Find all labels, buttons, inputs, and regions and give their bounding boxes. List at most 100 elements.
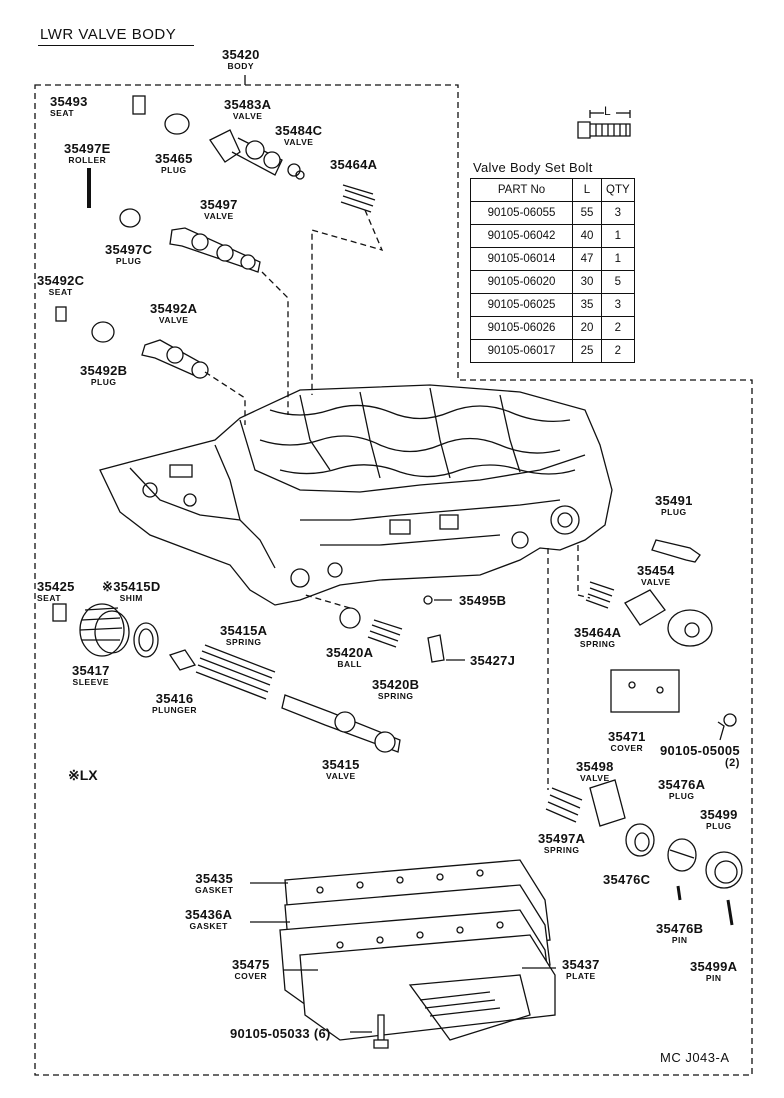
valve-35454 (624, 589, 713, 647)
cell-l: 35 (572, 293, 602, 317)
bolt-sketch (577, 110, 631, 139)
spring-35497a (545, 787, 583, 823)
sleeve-35417 (79, 603, 130, 657)
ball-35420a (339, 607, 361, 629)
cell-part-no: 90105-06020 (470, 270, 573, 294)
cell-qty: 1 (601, 247, 635, 271)
cell-part-no: 90105-06055 (470, 201, 573, 225)
cover-35471 (610, 669, 680, 713)
cell-l: 55 (572, 201, 602, 225)
gasket-plate-stack (279, 859, 556, 1041)
col-qty: QTY (601, 178, 635, 202)
lx-note: ※LX (68, 767, 98, 783)
clip-35427j (427, 634, 445, 663)
bolt-90105-05033 (373, 1014, 389, 1049)
cell-qty: 5 (601, 270, 635, 294)
cell-part-no: 90105-06025 (470, 293, 573, 317)
cell-qty: 2 (601, 316, 635, 340)
cell-qty: 1 (601, 224, 635, 248)
label-35464a-top: 35464A (330, 157, 378, 172)
plug-35476c (625, 823, 655, 857)
spring-35415a (195, 644, 276, 700)
plug-35492b (91, 321, 115, 343)
col-part-no: PART No (470, 178, 573, 202)
cell-qty: 2 (601, 339, 635, 363)
cell-l: 40 (572, 224, 602, 248)
assembly-boundary (34, 84, 753, 1076)
pin-35499a (726, 899, 734, 926)
cell-qty: 3 (601, 293, 635, 317)
pin-35476b (676, 885, 682, 901)
valve-35492a (141, 339, 209, 379)
spring-35464a-right (585, 581, 615, 609)
valve-35483a (209, 129, 283, 176)
seat-35493 (132, 95, 146, 115)
diagram-title: LWR VALVE BODY (40, 26, 177, 43)
label-90105-05005: 90105-05005(2) (660, 743, 740, 769)
spring-35420b (367, 619, 403, 648)
bolt-length-label: L (604, 104, 611, 118)
dash-35497 (261, 271, 289, 415)
cell-qty: 3 (601, 201, 635, 225)
cell-l: 20 (572, 316, 602, 340)
plunger-35416 (168, 649, 197, 671)
dash-35420a (301, 593, 351, 609)
plug-35497c (119, 208, 141, 228)
valve-body-casting (99, 384, 613, 606)
shim-35415d (133, 622, 159, 658)
col-l: L (572, 178, 602, 202)
cell-part-no: 90105-06014 (470, 247, 573, 271)
bolt-table-header: PART No L QTY (470, 178, 635, 202)
cell-l: 25 (572, 339, 602, 363)
spring-35464a-top (340, 184, 376, 213)
dash-35492a (204, 371, 246, 425)
cell-part-no: 90105-06017 (470, 339, 573, 363)
ball-35495b (423, 595, 433, 605)
cell-part-no: 90105-06026 (470, 316, 573, 340)
title-underline (38, 45, 194, 46)
label-35427j: 35427J (470, 653, 516, 668)
drawing-code: MC J043-A (660, 1050, 730, 1065)
plug-35491 (651, 539, 701, 563)
seat-35492c (55, 306, 67, 322)
bolt-table-title: Valve Body Set Bolt (473, 160, 593, 175)
valve-35484c (287, 163, 305, 180)
valve-35497 (169, 227, 261, 273)
label-35495b: 35495B (459, 593, 507, 608)
